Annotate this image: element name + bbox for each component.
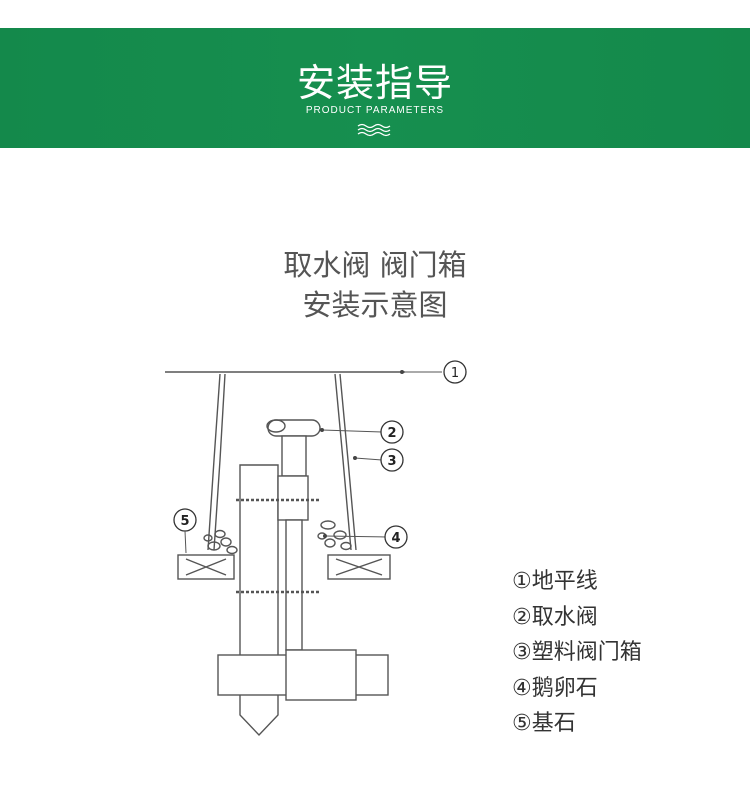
legend-item-water-valve: ②取水阀 [512,604,598,630]
legend-item-pebbles: ④鹅卵石 [512,675,598,701]
diagram-title-line1: 取水阀 阀门箱 [283,248,467,282]
header-banner [0,28,750,148]
legend-item-valve-box: ③塑料阀门箱 [512,640,642,665]
legend: ①地平线 ②取水阀 ③塑料阀门箱 ④鹅卵石 ⑤基石 [512,564,642,742]
svg-text:5: 5 [180,514,189,529]
valve-box-wall-right [339,373,357,551]
valve-box-wall-left [207,373,221,551]
banner-title: 安装指导 [296,61,453,105]
svg-text:2: 2 [387,426,396,441]
svg-text:3: 3 [387,454,396,469]
valve-box-wall-right-inner [334,373,352,551]
legend-item-ground-line: ①地平线 [512,569,598,594]
pebbles-right [317,520,352,551]
valve-coupling [277,475,309,521]
svg-text:4: 4 [391,531,400,546]
leader-3 [354,457,383,461]
valve-head [267,419,321,437]
valve-pipe [285,519,303,651]
valve-cap [266,419,286,433]
valve-box-wall-left-inner [213,373,226,551]
leader-2 [321,429,383,433]
pipe-tee [285,649,357,701]
svg-text:1: 1 [451,366,459,381]
leader-4 [324,535,387,538]
banner-subtitle: PRODUCT PARAMETERS [305,105,445,116]
pebbles-left [203,529,238,555]
installation-diagram: ​ 1 2 3 4 5 [165,360,467,737]
legend-item-foundation-stone: ⑤基石 [512,711,576,736]
valve-neck [281,435,307,477]
diagram-title-line2: 安装示意图 [302,288,448,322]
wave-icon [357,123,391,137]
